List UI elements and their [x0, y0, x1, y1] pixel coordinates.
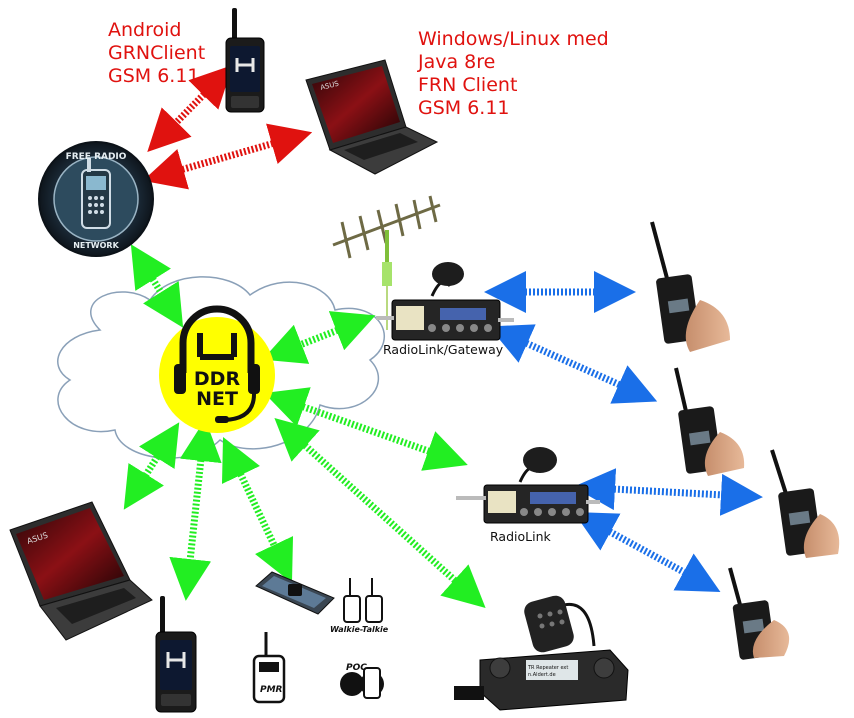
radiolink-label: RadioLink [490, 529, 551, 544]
link-frn-hub [130, 244, 184, 328]
svg-text:DDR: DDR [194, 368, 241, 390]
radiolink-cb-radio [456, 447, 600, 524]
svg-text:Walkie-Talkie: Walkie-Talkie [330, 625, 389, 634]
android-poc-radio [225, 8, 265, 113]
svg-text:NET: NET [196, 388, 238, 410]
handheld-radio-2 [674, 367, 745, 476]
svg-text:PMR: PMR [260, 685, 283, 695]
link-hub-smartphone [221, 437, 294, 583]
svg-text:FREE RADIO: FREE RADIO [66, 152, 127, 162]
link-hub-mobile-radio [274, 417, 486, 609]
svg-text:TR Repeater ext: TR Repeater ext [527, 665, 568, 671]
pc-laptop: ASUS [305, 59, 439, 175]
yagi-antenna [332, 195, 441, 330]
gateway-label: RadioLink/Gateway [383, 342, 504, 357]
android-label: Android GRNClient GSM 6.11 [108, 19, 211, 87]
link-radiolink-ht4 [573, 511, 721, 593]
free-radio-network-logo: FREE RADIO NETWORK [38, 141, 154, 257]
svg-text:POC: POC [346, 663, 367, 673]
link-hub-phone [169, 419, 222, 601]
laptop-bottom: ASUS [9, 501, 153, 641]
android-poc-radio-bottom [155, 596, 197, 713]
gateway-cb-radio [376, 262, 514, 341]
poc-icon: POC [340, 663, 384, 699]
handheld-radio-4 [728, 567, 790, 660]
mobile-radio: TR Repeater ext n.Aldert.de [454, 595, 629, 711]
link-radiolink-ht3 [573, 468, 763, 516]
handheld-radio-1 [650, 221, 730, 352]
link-gateway-ht2 [488, 324, 658, 404]
pc-label: Windows/Linux med Java 8re FRN Client GS… [417, 28, 615, 119]
link-pc-frn [142, 123, 313, 190]
link-gateway-hub [262, 311, 376, 364]
pmr-radio-icon: PMR [252, 632, 286, 704]
svg-text:n.Aldert.de: n.Aldert.de [528, 672, 556, 678]
svg-text:NETWORK: NETWORK [73, 241, 119, 250]
smartphone [255, 571, 335, 615]
handheld-radio-3 [770, 449, 840, 558]
walkie-talkie-icon: Walkie-Talkie [330, 578, 389, 634]
ddrnet-hub-logo: DDR NET [159, 305, 275, 433]
link-android-frn [147, 65, 233, 152]
